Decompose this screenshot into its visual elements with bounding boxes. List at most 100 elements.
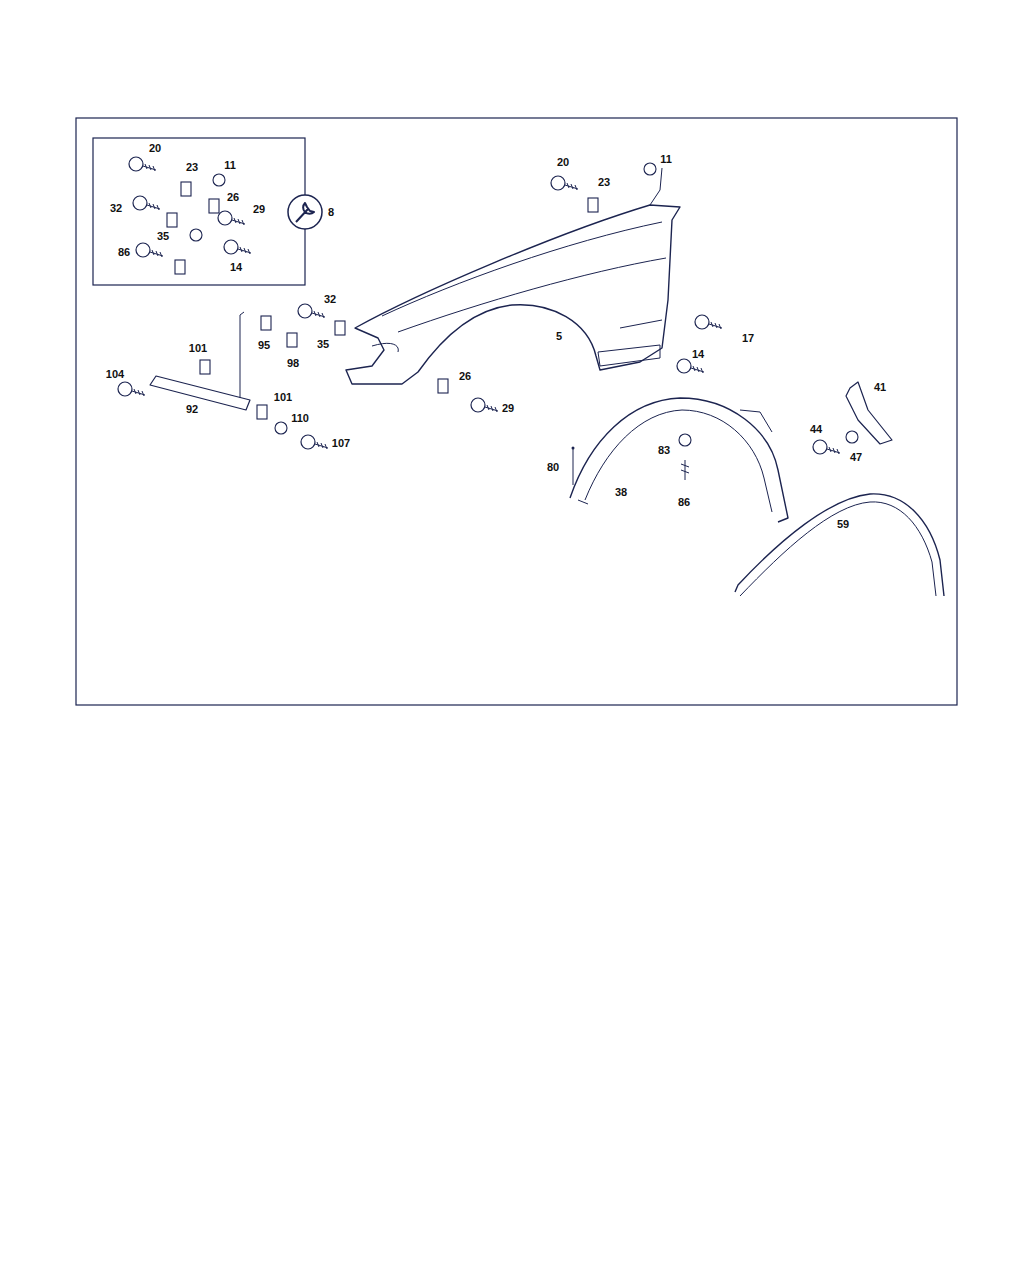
cap-nut — [846, 431, 858, 443]
screw-symbol — [298, 304, 325, 318]
cap-nut — [275, 422, 287, 434]
clip-nut — [200, 360, 210, 374]
callout-number: 95 — [257, 339, 271, 351]
clip-nut — [588, 198, 598, 212]
cap-nut — [190, 229, 202, 241]
callout-number: 41 — [873, 381, 887, 393]
clip-nut — [335, 321, 345, 335]
cap-nut — [644, 163, 656, 175]
clip-nut — [209, 199, 219, 213]
cap-nut — [213, 174, 225, 186]
screw-thread — [132, 389, 145, 396]
callout-number: 98 — [286, 357, 300, 369]
callout-number: 101 — [188, 342, 208, 354]
screw-head — [695, 315, 709, 329]
callout-number: 38 — [614, 486, 628, 498]
callout-number: 11 — [659, 153, 673, 165]
screw-thread — [827, 447, 840, 454]
callout-number: 59 — [836, 518, 850, 530]
clip-nut — [261, 316, 271, 330]
screw-symbol — [813, 440, 840, 454]
callout-number: 8 — [327, 206, 335, 218]
screw-thread — [238, 247, 251, 254]
callout-number: 23 — [597, 176, 611, 188]
screw-symbol — [133, 196, 160, 210]
callout-number: 32 — [109, 202, 123, 214]
screw-thread — [232, 218, 245, 225]
callout-number: 20 — [556, 156, 570, 168]
screw-symbol — [118, 382, 145, 396]
screw-thread — [143, 164, 156, 171]
arch-seal — [735, 494, 944, 596]
strut — [150, 376, 250, 410]
screw-symbol — [218, 211, 245, 225]
screw-symbol — [695, 315, 722, 329]
screw-symbol — [301, 435, 328, 449]
callout-number: 26 — [226, 191, 240, 203]
clip-nut — [167, 213, 177, 227]
callout-number: 23 — [185, 161, 199, 173]
fender — [346, 205, 680, 384]
fender-line — [620, 320, 662, 328]
screw-head — [218, 211, 232, 225]
callout-number: 14 — [691, 348, 705, 360]
screw-thread — [312, 311, 325, 318]
side-marker — [598, 345, 660, 366]
callout-number: 26 — [458, 370, 472, 382]
callout-number: 92 — [185, 403, 199, 415]
leader-line — [573, 449, 574, 485]
screw-head — [133, 196, 147, 210]
callout-number: 86 — [117, 246, 131, 258]
callout-number: 29 — [252, 203, 266, 215]
callout-number: 86 — [677, 496, 691, 508]
screw-head — [813, 440, 827, 454]
clip-nut — [181, 182, 191, 196]
wheel-liner — [570, 398, 788, 522]
wrench-circle — [288, 195, 322, 229]
screw-symbol — [129, 157, 156, 171]
leader-line — [240, 312, 244, 398]
screw-symbol — [471, 398, 498, 412]
screw-symbol — [136, 243, 163, 257]
wheel-liner — [585, 410, 772, 512]
screw-head — [677, 359, 691, 373]
screw-symbol — [677, 359, 704, 373]
callout-number: 29 — [501, 402, 515, 414]
screw-head — [118, 382, 132, 396]
screw-symbol — [551, 176, 578, 190]
inset-frame — [93, 138, 305, 285]
clip-nut — [175, 260, 185, 274]
callout-number: 80 — [546, 461, 560, 473]
callout-number: 20 — [148, 142, 162, 154]
screw-thread — [681, 460, 689, 480]
callout-number: 17 — [741, 332, 755, 344]
wrench-symbol — [296, 203, 314, 222]
screw-thread — [150, 250, 163, 257]
clip-nut — [257, 405, 267, 419]
bracket — [846, 382, 892, 444]
wheel-liner — [578, 410, 772, 504]
screw-head — [551, 176, 565, 190]
screw-thread — [691, 366, 704, 373]
screw-head — [471, 398, 485, 412]
callout-number: 11 — [223, 159, 237, 171]
screw-thread — [565, 183, 578, 190]
callout-number: 47 — [849, 451, 863, 463]
screw-head — [136, 243, 150, 257]
callout-number: 107 — [331, 437, 351, 449]
arch-seal — [740, 502, 936, 596]
clip-nut — [287, 333, 297, 347]
callout-number: 35 — [316, 338, 330, 350]
callout-number: 83 — [657, 444, 671, 456]
screw-thread — [485, 405, 498, 412]
rivet — [572, 447, 575, 450]
screw-head — [224, 240, 238, 254]
callout-number: 32 — [323, 293, 337, 305]
callout-number: 35 — [156, 230, 170, 242]
outer-frame — [76, 118, 957, 705]
screw-thread — [315, 442, 328, 449]
callout-number: 110 — [290, 412, 310, 424]
fender-line — [372, 343, 398, 352]
